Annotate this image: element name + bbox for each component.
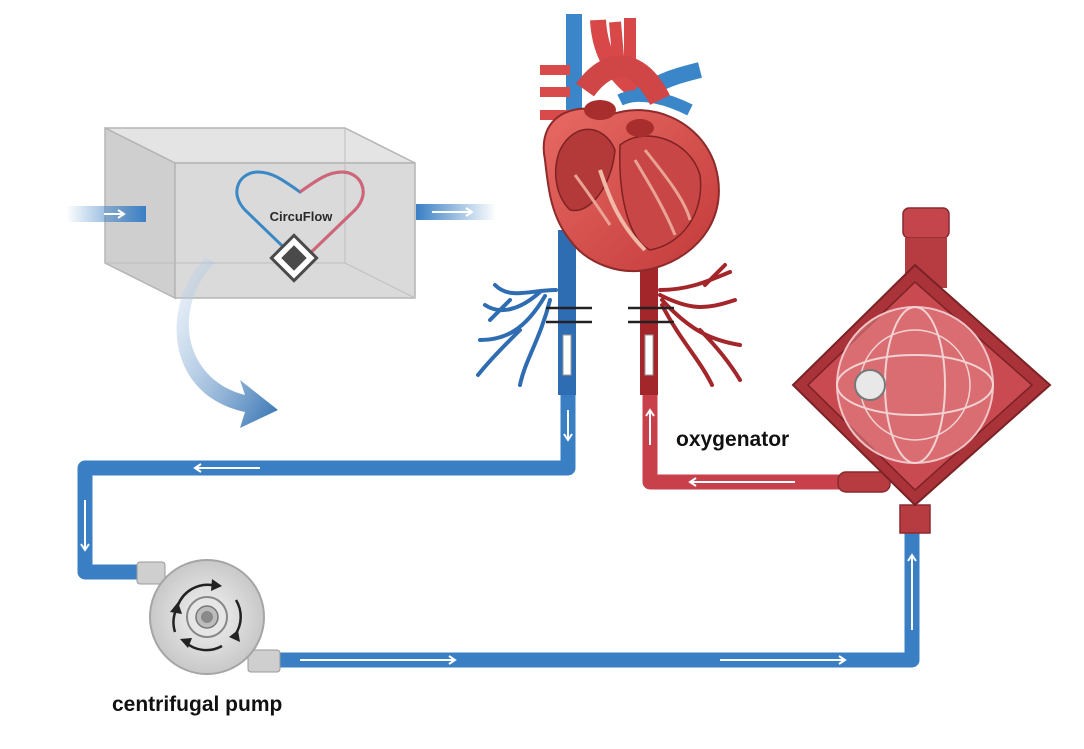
vessel-clamp-marks (546, 306, 674, 324)
curved-arrow-icon (176, 258, 278, 428)
logo-diamond-icon (269, 233, 319, 283)
oxygenator-label: oxygenator (676, 428, 790, 451)
circuflow-device (66, 126, 496, 300)
centrifugal-pump (136, 559, 281, 675)
flow-arrows (80, 410, 917, 665)
oxygenator-device (791, 207, 1052, 534)
pump-label: centrifugal pump (112, 693, 283, 716)
aorta (640, 240, 742, 395)
arterial-flow-arrows (645, 408, 795, 487)
device-logo-text: CircuFlow (269, 209, 333, 224)
oxygenator-knob-icon (854, 369, 886, 401)
heart-illustration (540, 14, 720, 272)
vena-cava (476, 230, 576, 395)
